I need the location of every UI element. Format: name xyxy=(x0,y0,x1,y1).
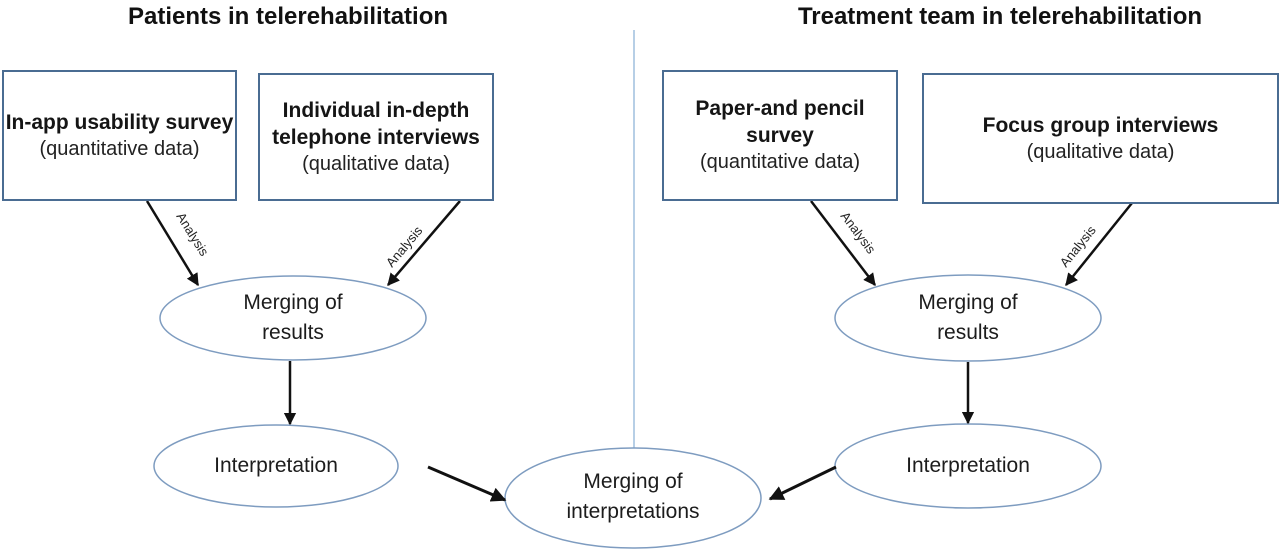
box-paper-pencil-survey: Paper-and pencil survey (quantitative da… xyxy=(662,70,898,201)
node-line: Merging of xyxy=(243,291,343,314)
box-title: Focus group interviews xyxy=(982,113,1219,137)
arrow-interpretation-right-to-center xyxy=(768,465,837,501)
box-subtitle: (qualitative data) xyxy=(302,152,450,175)
arrow-survey-to-merge-left xyxy=(145,200,200,287)
analysis-label: Analysis xyxy=(838,209,879,257)
section-title-treatment-team: Treatment team in telerehabilitation xyxy=(797,3,1203,30)
merging-results-left-ellipse xyxy=(159,275,427,361)
arrow-interpretation-left-to-center xyxy=(427,465,507,502)
merging-interpretations-label: Merging of interpretations xyxy=(533,467,733,527)
interpretation-left-label: Interpretation xyxy=(176,451,376,481)
box-title: Paper-and pencil xyxy=(695,97,865,120)
box-focus-group-interviews: Focus group interviews (qualitative data… xyxy=(922,73,1279,204)
merging-results-right-ellipse xyxy=(834,274,1102,362)
box-telephone-interviews: Individual in-depth telephone interviews… xyxy=(258,73,494,201)
interpretation-right-label: Interpretation xyxy=(868,451,1068,481)
node-line: Merging of xyxy=(583,470,683,493)
node-line: results xyxy=(262,321,324,344)
merging-results-right-label: Merging of results xyxy=(868,288,1068,348)
box-title: survey xyxy=(746,124,814,147)
arrow-paper-survey-to-merge-right xyxy=(810,200,876,286)
box-subtitle: (quantitative data) xyxy=(39,137,200,160)
box-in-app-usability-survey: In-app usability survey (quantitative da… xyxy=(2,70,237,201)
node-line: interpretations xyxy=(566,500,700,523)
box-subtitle: (quantitative data) xyxy=(699,151,861,173)
interpretation-left-ellipse xyxy=(153,424,399,508)
arrow-interviews-to-merge-left xyxy=(387,200,461,286)
merging-results-left-label: Merging of results xyxy=(193,288,393,348)
analysis-label: Analysis xyxy=(383,223,426,270)
analysis-label: Analysis xyxy=(173,210,212,259)
node-line: Merging of xyxy=(918,291,1018,314)
box-title: In-app usability survey xyxy=(5,110,234,134)
node-line: Interpretation xyxy=(214,454,338,477)
box-title: telephone interviews xyxy=(272,125,480,149)
node-line: results xyxy=(937,321,999,344)
section-title-patients: Patients in telerehabilitation xyxy=(127,3,449,30)
box-subtitle: (qualitative data) xyxy=(1026,140,1175,163)
box-title: Individual in-depth xyxy=(282,98,470,122)
arrow-focus-group-to-merge-right xyxy=(1065,202,1133,286)
node-line: Interpretation xyxy=(906,454,1030,477)
analysis-label: Analysis xyxy=(1057,222,1099,269)
